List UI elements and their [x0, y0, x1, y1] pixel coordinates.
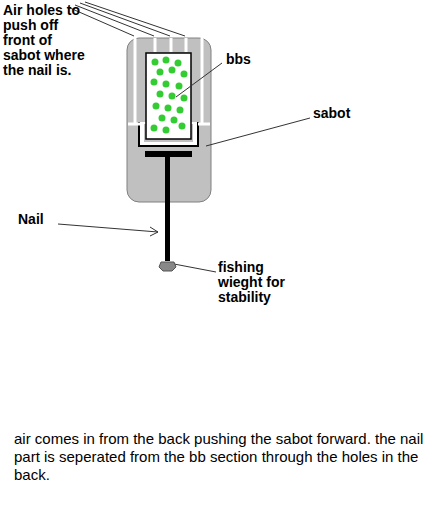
- fishing-weight: [159, 262, 176, 271]
- part-label: sabot: [313, 106, 393, 121]
- nail-head: [145, 151, 192, 157]
- leader-lines: [58, 2, 310, 272]
- caption: air comes in from the back pushing the s…: [14, 430, 429, 484]
- part-label: bbs: [226, 52, 286, 67]
- part-label: Nail: [18, 212, 78, 227]
- bb-dots: [151, 57, 188, 134]
- bb-chamber: [146, 53, 191, 139]
- nail-shaft: [165, 157, 170, 261]
- part-label: fishing wieght for stability: [218, 260, 310, 305]
- part-label: Air holes to push off front of sabot whe…: [3, 3, 87, 78]
